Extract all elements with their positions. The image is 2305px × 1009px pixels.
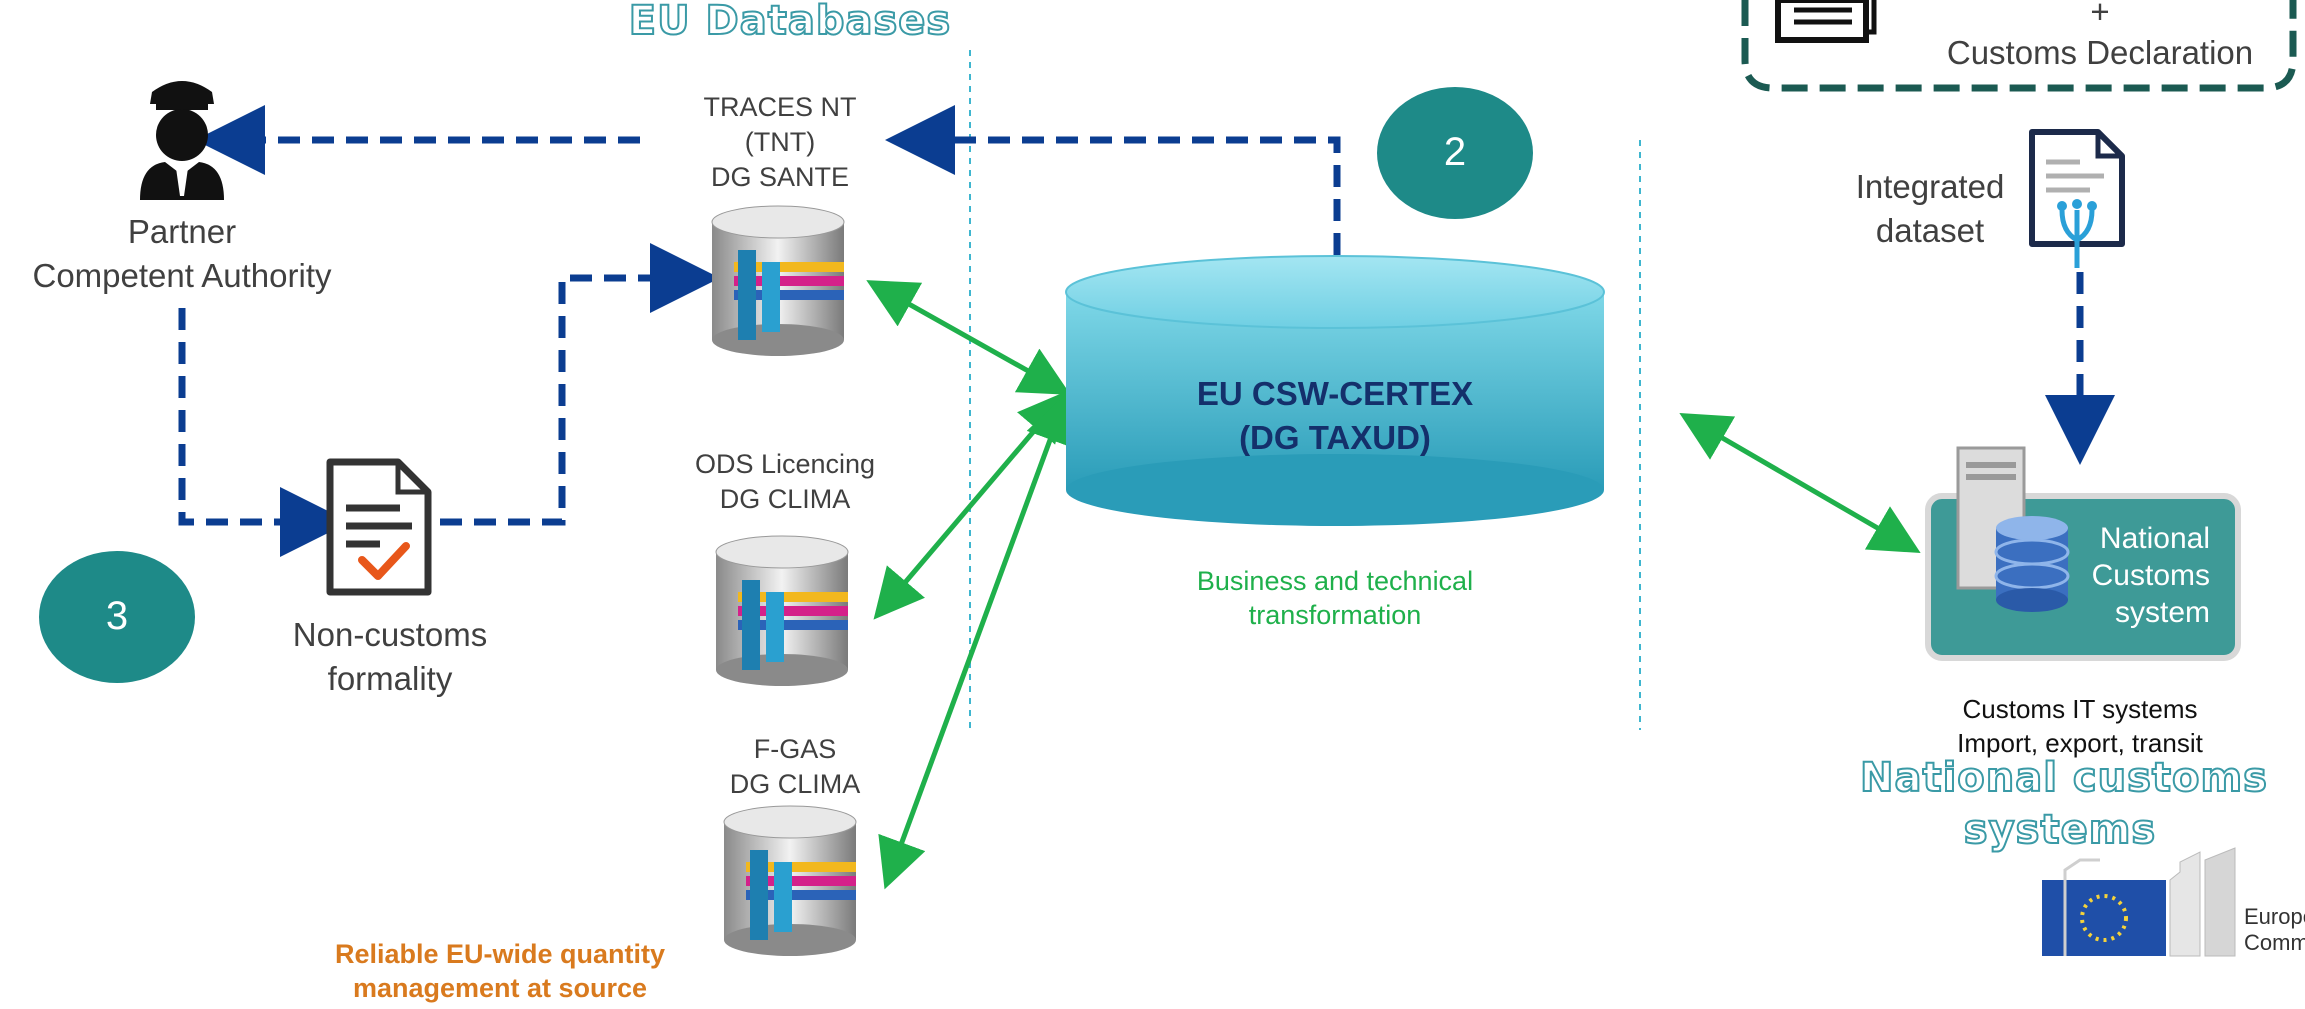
step-circle-2 [1377,87,1533,219]
integrated-line2: dataset [1875,212,1985,249]
ec-logo-text: European Commission [2244,904,2305,956]
national-system-line1: National [2099,522,2210,555]
transformation-line2: transformation [1248,600,1422,630]
national-system-line3: system [2114,596,2210,629]
tnt-line2: (TNT) [744,127,816,157]
integrated-dataset-icon [2029,129,2125,268]
green-arrow-tnt [866,280,1071,395]
national-system-text: National Customs system [2060,520,2210,631]
reliable-line1: Reliable EU-wide quantity [334,939,666,969]
declaration-plus: + [2090,0,2110,30]
ec-logo [2042,847,2236,957]
integrated-line1: Integrated [1855,168,2005,205]
certex-line1: EU CSW-CERTEX [1196,375,1474,412]
non-customs-line1: Non-customs [292,616,488,653]
national-system-line2: Customs [2091,559,2210,592]
certex-label: EU CSW-CERTEX (DG TAXUD) [1100,372,1570,460]
tnt-line1: TRACES NT [703,92,857,122]
declaration-label: Customs Declaration [1946,34,2254,71]
national-systems-title-line2: systems [1963,806,2157,854]
green-arrow-fgas [878,392,1074,890]
ec-logo-line2: Commission [2244,930,2305,955]
national-system-panel [1925,446,2241,661]
reliable-label: Reliable EU-wide quantity management at … [290,937,710,1005]
tnt-label: TRACES NT (TNT) DG SANTE [660,90,900,195]
eu-databases-title: EU Databases [628,0,952,45]
fgas-database-icon [723,805,857,956]
customs-it-line2: Import, export, transit [1957,728,2203,758]
step-circle-3 [39,551,195,683]
formality-document-icon [326,458,432,596]
national-systems-title: National customs systems [1859,752,2268,856]
ods-line1: ODS Licencing [694,449,876,479]
documents-stack-icon [1775,0,1877,43]
partner-line1: Partner [127,213,237,250]
partner-label: Partner Competent Authority [0,210,364,298]
fgas-line2: DG CLIMA [729,769,861,799]
non-customs-label: Non-customs formality [250,613,530,701]
partner-line2: Competent Authority [32,257,332,294]
step-2-number: 2 [1443,130,1467,174]
declaration-box [1741,0,2297,92]
tnt-database-icon [711,205,845,356]
customs-it-label: Customs IT systems Import, export, trans… [1900,692,2260,760]
customs-it-line1: Customs IT systems [1962,694,2198,724]
reliable-line2: management at source [352,973,648,1003]
non-customs-line2: formality [327,660,453,697]
ec-logo-line1: European [2244,904,2305,929]
integrated-label: Integrated dataset [1830,165,2030,253]
arrow-partner-to-formality [178,308,350,557]
ods-label: ODS Licencing DG CLIMA [660,447,910,517]
officer-icon [140,81,224,200]
fgas-label: F-GAS DG CLIMA [670,732,920,802]
tnt-line3: DG SANTE [710,162,850,192]
transformation-label: Business and technical transformation [1140,564,1530,632]
certex-line2: (DG TAXUD) [1239,419,1431,456]
ods-line2: DG CLIMA [719,484,851,514]
arrow-formality-to-tnt [440,243,720,526]
certex-cylinder [1065,255,1605,526]
national-systems-title-line1: National customs [1859,754,2268,802]
ods-database-icon [715,535,849,686]
transformation-line1: Business and technical [1196,566,1474,596]
arrow-certex-to-tnt [885,105,1341,255]
green-arrow-national [1679,412,1921,554]
step-3-number: 3 [105,594,129,638]
fgas-line1: F-GAS [753,734,837,764]
